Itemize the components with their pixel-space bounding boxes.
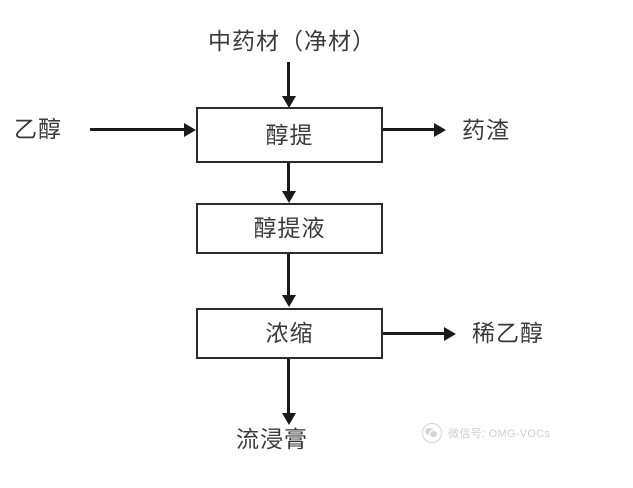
- output-label-drug-residue: 药渣: [462, 118, 510, 143]
- watermark: 微信号: OMG-VOCs: [422, 423, 550, 443]
- process-box-alcohol-extraction[interactable]: 醇提: [196, 107, 383, 163]
- arrow-feedstock-to-extraction: [287, 62, 290, 97]
- process-box-label: 浓缩: [265, 321, 314, 346]
- input-label-ethanol: 乙醇: [14, 117, 62, 142]
- arrow-extract-liquid-to-concentration: [287, 254, 290, 296]
- output-label-dilute-ethanol: 稀乙醇: [472, 321, 544, 346]
- process-box-alcohol-extract-liquid[interactable]: 醇提液: [196, 203, 383, 254]
- arrow-ethanol-to-extraction: [90, 128, 185, 131]
- process-box-concentration[interactable]: 浓缩: [196, 308, 383, 359]
- process-box-label: 醇提: [265, 122, 314, 148]
- process-box-label: 醇提液: [253, 216, 326, 241]
- output-label-fluid-extract: 流浸膏: [236, 427, 308, 452]
- arrow-concentration-to-fluid-extract: [287, 359, 290, 414]
- arrow-extraction-to-drug-residue: [383, 128, 435, 131]
- input-label-feedstock: 中药材（净材）: [208, 29, 376, 54]
- arrow-extraction-to-extract-liquid: [287, 163, 290, 192]
- arrow-concentration-to-dilute-ethanol: [383, 332, 445, 335]
- wechat-logo-icon: [422, 423, 442, 443]
- watermark-text: 微信号: OMG-VOCs: [448, 428, 551, 440]
